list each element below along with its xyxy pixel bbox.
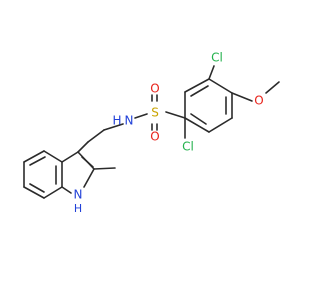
bond: [87, 129, 105, 143]
bond: [43, 150, 63, 163]
sulfur-label: S: [151, 106, 159, 120]
bond: [190, 85, 209, 97]
bond: [23, 150, 45, 163]
bond: [184, 78, 210, 93]
amide-hydrogen-label: H: [112, 114, 121, 128]
bond: [61, 151, 79, 163]
molecule-diagram: Cl Cl O S O O N H N H: [23, 51, 280, 215]
indole-hydrogen-label: H: [74, 202, 82, 215]
bond: [81, 156, 94, 168]
bond: [29, 156, 46, 166]
bond: [93, 167, 116, 170]
structure-canvas: Cl Cl O S O O N H N H: [23, 51, 280, 215]
bond: [190, 113, 207, 125]
chlorine-label-top: Cl: [211, 51, 223, 65]
bond: [23, 186, 45, 199]
indole-nitrogen-label: N: [74, 188, 83, 202]
bond: [265, 81, 280, 94]
bond: [103, 123, 124, 131]
bond: [29, 183, 45, 193]
methoxy-oxygen-label: O: [254, 94, 263, 108]
chlorine-label-bottom: Cl: [182, 140, 194, 154]
bond: [208, 78, 233, 94]
bond: [77, 141, 89, 153]
bond: [43, 186, 63, 199]
bond: [83, 168, 95, 188]
sulfonyl-oxygen-upper-label: O: [150, 82, 159, 96]
bond: [231, 92, 253, 102]
bond: [134, 113, 148, 119]
bond: [61, 186, 72, 194]
bond: [165, 111, 186, 119]
amide-nitrogen-label: N: [125, 114, 134, 128]
bond: [208, 65, 215, 80]
sulfonyl-oxygen-lower-label: O: [150, 130, 159, 144]
bond: [184, 117, 210, 133]
bond: [208, 117, 233, 133]
